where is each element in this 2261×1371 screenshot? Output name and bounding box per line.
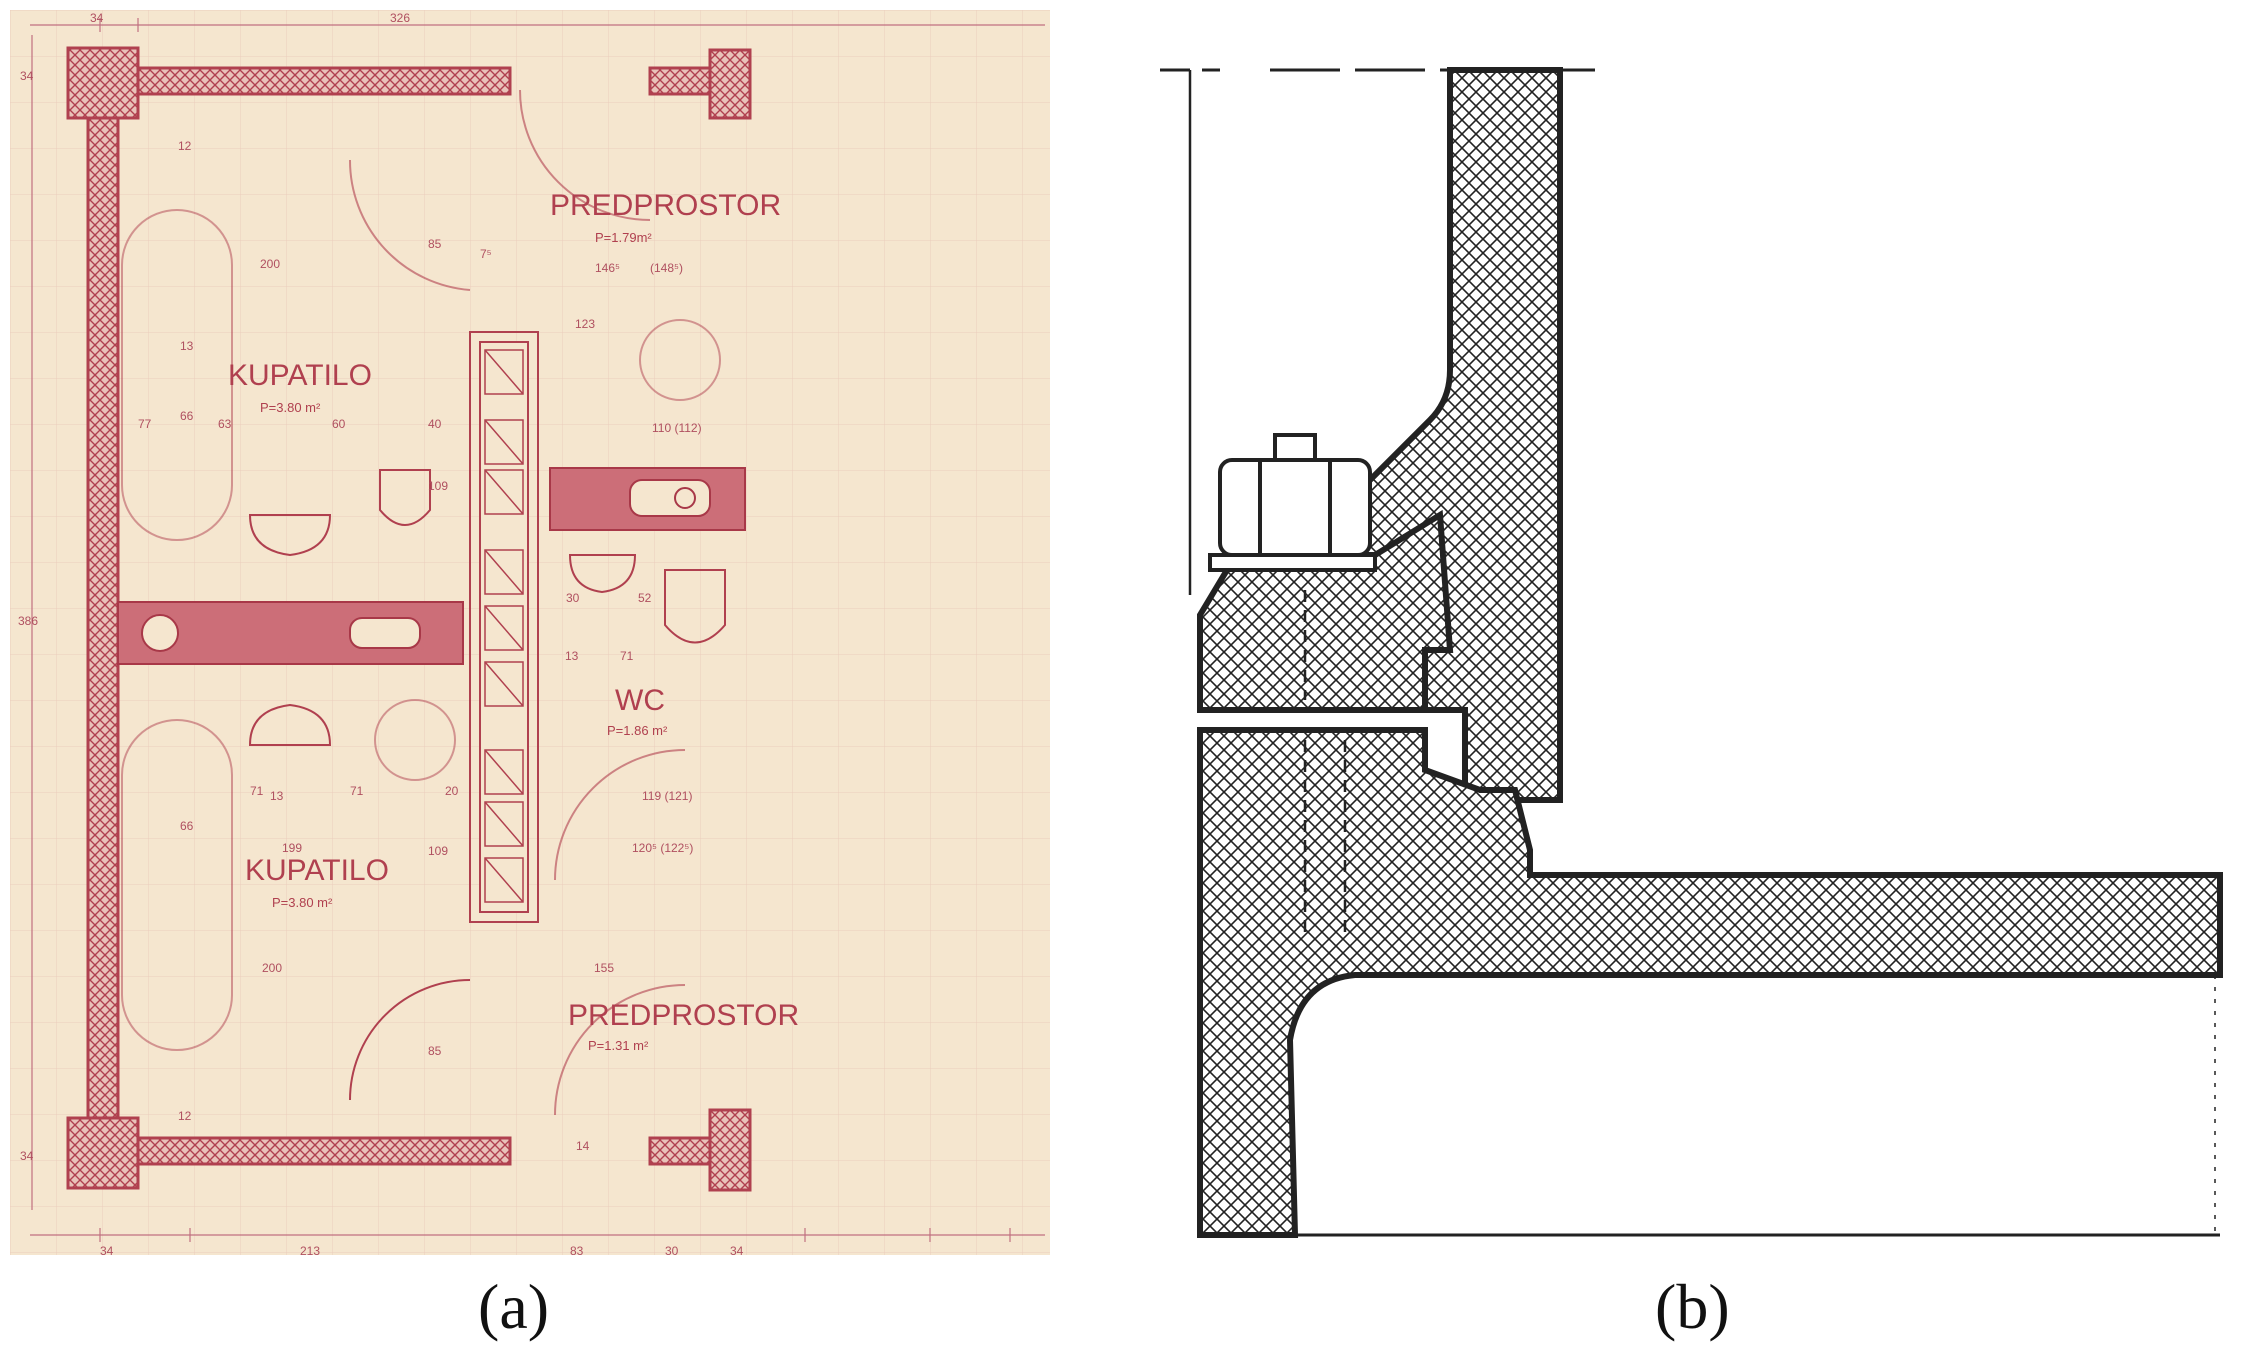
svg-text:30: 30 bbox=[566, 591, 580, 605]
room-wc: WC bbox=[615, 684, 665, 717]
svg-text:155: 155 bbox=[594, 961, 614, 975]
room-predprostor-top: PREDPROSTOR bbox=[550, 189, 781, 222]
svg-text:34: 34 bbox=[20, 1149, 34, 1163]
plan-dimensions: 34 326 34 213 83 30 34 34 386 34 200 200… bbox=[18, 11, 744, 1255]
column-top-right bbox=[708, 48, 752, 120]
svg-text:109: 109 bbox=[428, 479, 448, 493]
wall-top-right bbox=[648, 66, 712, 96]
svg-text:52: 52 bbox=[638, 591, 652, 605]
structural-section-drawing bbox=[1160, 67, 2223, 1238]
svg-text:(148⁵): (148⁵) bbox=[650, 261, 683, 275]
svg-text:199: 199 bbox=[282, 841, 302, 855]
room-predprostor-bottom: PREDPROSTOR bbox=[568, 999, 799, 1032]
lower-floor-element bbox=[1197, 727, 2223, 1238]
svg-text:146⁵: 146⁵ bbox=[595, 261, 620, 275]
floor-plan-drawing: PREDPROSTOR P=1.79m² KUPATILO P=3.80 m² … bbox=[10, 10, 1050, 1255]
svg-text:12: 12 bbox=[178, 1109, 192, 1123]
plan-fixtures bbox=[121, 89, 726, 1116]
room-predprostor-top-area: P=1.79m² bbox=[595, 230, 652, 245]
svg-text:213: 213 bbox=[300, 1244, 320, 1255]
svg-text:326: 326 bbox=[390, 11, 410, 25]
installation-shaft bbox=[469, 331, 539, 923]
svg-text:66: 66 bbox=[180, 819, 194, 833]
svg-text:60: 60 bbox=[332, 417, 346, 431]
svg-text:110 (112): 110 (112) bbox=[652, 421, 702, 435]
room-predprostor-bottom-area: P=1.31 m² bbox=[588, 1038, 649, 1053]
panel-label-b: (b) bbox=[1655, 1271, 1730, 1342]
svg-text:386: 386 bbox=[18, 614, 38, 628]
svg-text:77: 77 bbox=[138, 417, 152, 431]
svg-text:7⁵: 7⁵ bbox=[480, 247, 492, 261]
plan-walls bbox=[66, 46, 752, 1192]
svg-text:34: 34 bbox=[20, 69, 34, 83]
room-kupatilo-bottom: KUPATILO bbox=[245, 854, 389, 887]
bolt-nut bbox=[1208, 433, 1377, 572]
svg-text:123: 123 bbox=[575, 317, 595, 331]
wall-left bbox=[86, 116, 120, 1120]
svg-text:71: 71 bbox=[350, 784, 364, 798]
dowel-dashed bbox=[1303, 590, 1347, 940]
panel-label-a: (a) bbox=[478, 1271, 550, 1342]
svg-text:14: 14 bbox=[576, 1139, 590, 1153]
svg-text:34: 34 bbox=[730, 1244, 744, 1255]
svg-text:200: 200 bbox=[262, 961, 282, 975]
svg-text:34: 34 bbox=[90, 11, 104, 25]
upper-wall-panel bbox=[1342, 67, 1563, 803]
svg-text:66: 66 bbox=[180, 409, 194, 423]
room-kupatilo-top-area: P=3.80 m² bbox=[260, 400, 321, 415]
svg-text:20: 20 bbox=[445, 784, 459, 798]
svg-text:200: 200 bbox=[260, 257, 280, 271]
svg-text:109: 109 bbox=[428, 844, 448, 858]
svg-text:71: 71 bbox=[620, 649, 634, 663]
svg-text:30: 30 bbox=[665, 1244, 679, 1255]
column-top-left bbox=[66, 46, 140, 120]
room-kupatilo-bottom-area: P=3.80 m² bbox=[272, 895, 333, 910]
wall-bottom-right bbox=[648, 1136, 712, 1166]
svg-text:85: 85 bbox=[428, 1044, 442, 1058]
column-bottom-right bbox=[708, 1108, 752, 1192]
svg-text:12: 12 bbox=[178, 139, 192, 153]
wall-bottom bbox=[136, 1136, 512, 1166]
svg-text:119 (121): 119 (121) bbox=[642, 789, 692, 803]
svg-text:85: 85 bbox=[428, 237, 442, 251]
svg-text:71: 71 bbox=[250, 784, 264, 798]
svg-text:120⁵ (122⁵): 120⁵ (122⁵) bbox=[632, 841, 693, 855]
svg-text:83: 83 bbox=[570, 1244, 584, 1255]
column-bottom-left bbox=[66, 1116, 140, 1190]
room-wc-area: P=1.86 m² bbox=[607, 723, 668, 738]
svg-text:40: 40 bbox=[428, 417, 442, 431]
svg-text:13: 13 bbox=[565, 649, 579, 663]
svg-text:13: 13 bbox=[180, 339, 194, 353]
svg-text:34: 34 bbox=[100, 1244, 114, 1255]
svg-text:63: 63 bbox=[218, 417, 232, 431]
room-kupatilo-top: KUPATILO bbox=[228, 359, 372, 392]
wall-top bbox=[136, 66, 512, 96]
svg-text:13: 13 bbox=[270, 789, 284, 803]
